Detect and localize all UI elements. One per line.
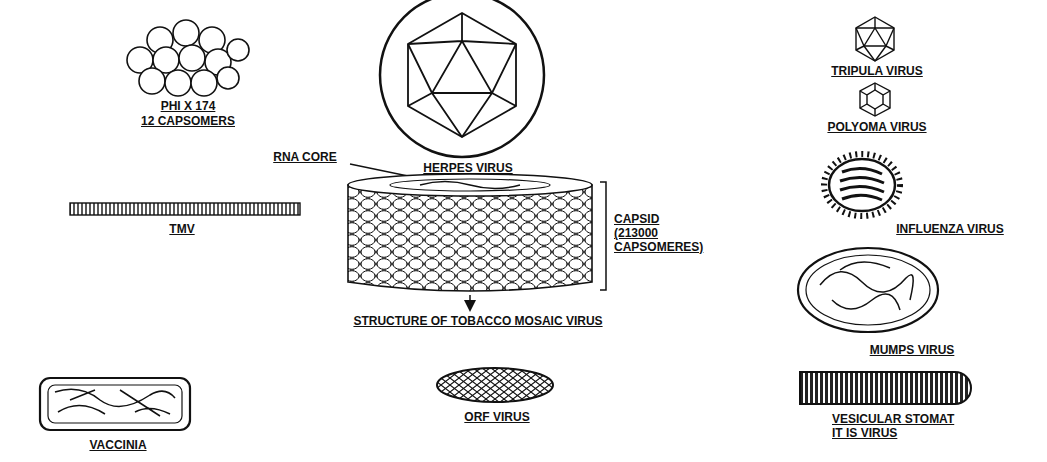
vaccinia-virion [40,378,190,430]
influenza-virion [840,168,884,200]
polyoma-capsid [860,83,890,116]
down-arrow [470,295,471,306]
herpes-icosahedron [380,0,544,157]
virus-name: POLYOMA VIRUS [827,120,926,134]
phix-capsomers [173,20,199,46]
mumps-virion [820,262,913,310]
phix-capsomers [191,70,217,96]
phix-capsomers [139,68,165,94]
tmv-structure [390,179,550,191]
mumps-virion [798,248,938,332]
tmv-rod [70,203,300,215]
phix-capsomers [179,45,205,71]
tmv-structure [348,174,592,196]
mumps-virion [806,255,930,325]
virus-name: VACCINIA [89,438,146,452]
vsv-virion [800,372,971,404]
tripula-icosahedron [864,28,886,46]
polyoma-capsid [867,90,883,109]
virus-name: VESICULAR STOMAT IT IS VIRUS [832,412,962,440]
vaccinia-virion [55,389,175,416]
virus-name: TRIPULA VIRUS [831,64,923,78]
influenza-virion [824,154,900,216]
tripula-icosahedron [856,17,894,61]
virus-name: MUMPS VIRUS [870,343,955,357]
herpes-icosahedron [408,13,516,137]
herpes-icosahedron [408,13,516,137]
virus-name: HERPES VIRUS [423,161,512,175]
part-label: CAPSID (213000 CAPSOMERES) [614,212,706,254]
capsid-bracket [600,182,606,290]
tmv-structure [348,185,592,291]
tripula-icosahedron [856,17,894,61]
virus-name: TMV [169,222,194,236]
phix-capsomers [165,70,191,96]
phix-capsomers [127,20,249,96]
part-label: RNA CORE [273,150,337,164]
figure-caption: STRUCTURE OF TOBACCO MOSAIC VIRUS [353,314,602,328]
herpes-icosahedron [380,0,544,157]
capsid-bracket [600,182,606,290]
tmv-structure [348,174,592,291]
polyoma-capsid [860,83,890,116]
tripula-icosahedron [856,17,894,61]
polyoma-capsid [860,83,890,116]
influenza-virion [829,159,895,211]
tmv-rod [70,203,300,215]
influenza-virion [824,154,900,216]
down-arrow [469,295,471,306]
vaccinia-virion [40,378,190,430]
vaccinia-virion [48,385,182,423]
tmv-structure [420,182,520,189]
phix-capsomers [227,39,249,61]
capsomer-count: 12 CAPSOMERS [141,114,235,128]
orf-virion [437,368,553,402]
virus-name: PHI X 174 [161,99,216,113]
mumps-virion [798,248,938,332]
orf-virion [437,368,553,402]
vsv-virion [800,372,971,404]
herpes-icosahedron [432,41,492,93]
virus-name: INFLUENZA VIRUS [896,222,1004,236]
phix-capsomers [217,67,239,89]
virus-name: ORF VIRUS [464,410,529,424]
